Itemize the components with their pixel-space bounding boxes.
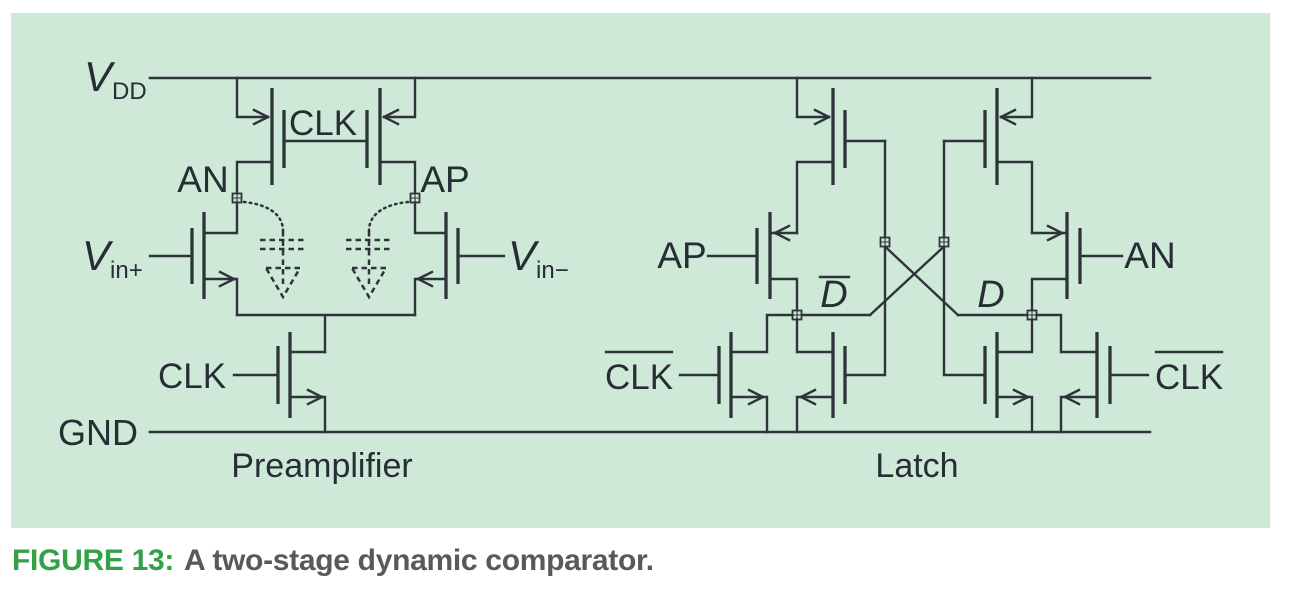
latch-pmos-top-right	[942, 76, 1034, 235]
figure-caption-number: FIGURE 13:	[12, 544, 175, 577]
node-ap: AP	[409, 159, 470, 204]
figure-caption-text: A two-stage dynamic comparator.	[184, 544, 654, 577]
node-d-bar-label: D	[820, 274, 847, 316]
node-an-label: AN	[177, 159, 228, 200]
clkbar-right-label: CLK	[1155, 358, 1223, 397]
discharge-arrow-left	[242, 200, 306, 300]
latch-section-label: Latch	[875, 447, 958, 485]
latch-nmos-cross-left	[795, 318, 847, 434]
latch-an-label: AN	[1124, 235, 1175, 276]
node-d-label: D	[977, 274, 1004, 316]
nmos-tail-clk: CLK	[158, 332, 327, 434]
latch-nmos-clkbar-left: CLK	[604, 313, 794, 434]
nmos-vin-minus: Vin−	[413, 201, 569, 317]
vdd-label: VDD	[84, 53, 147, 105]
node-d: D	[977, 274, 1038, 321]
latch-pmos-ap: AP	[657, 212, 799, 312]
gnd-rail: GND	[58, 412, 1152, 453]
latch-pmos-an: AN	[1030, 212, 1176, 312]
tail-clk-label: CLK	[158, 357, 226, 396]
figure-panel-background	[11, 13, 1270, 528]
latch-ap-label: AP	[657, 235, 706, 276]
cross-coupling-wires	[800, 139, 1029, 377]
clk-pair-label: CLK	[289, 104, 357, 143]
node-gate-left	[879, 236, 891, 248]
vin-minus-label: Vin−	[508, 232, 569, 284]
vin-plus-label: Vin+	[82, 232, 143, 284]
node-an: AN	[177, 159, 243, 204]
latch-nmos-clkbar-right: CLK	[1035, 313, 1224, 434]
clkbar-left-label: CLK	[605, 358, 673, 397]
preamplifier-section-label: Preamplifier	[231, 447, 412, 485]
node-d-bar: D	[791, 274, 851, 321]
common-source-wire	[235, 313, 417, 354]
discharge-arrow-right	[346, 200, 410, 300]
node-gate-right	[938, 236, 950, 248]
node-ap-label: AP	[420, 159, 469, 200]
vdd-rail: VDD	[84, 53, 1152, 105]
latch-pmos-top-left	[795, 76, 887, 235]
pmos-clk-right	[365, 76, 417, 195]
gnd-label: GND	[58, 412, 138, 453]
pmos-clk-left	[235, 76, 286, 195]
figure-caption: FIGURE 13: A two-stage dynamic comparator…	[12, 541, 1282, 581]
nmos-vin-plus: Vin+	[82, 201, 239, 317]
latch-nmos-cross-right	[983, 318, 1034, 434]
